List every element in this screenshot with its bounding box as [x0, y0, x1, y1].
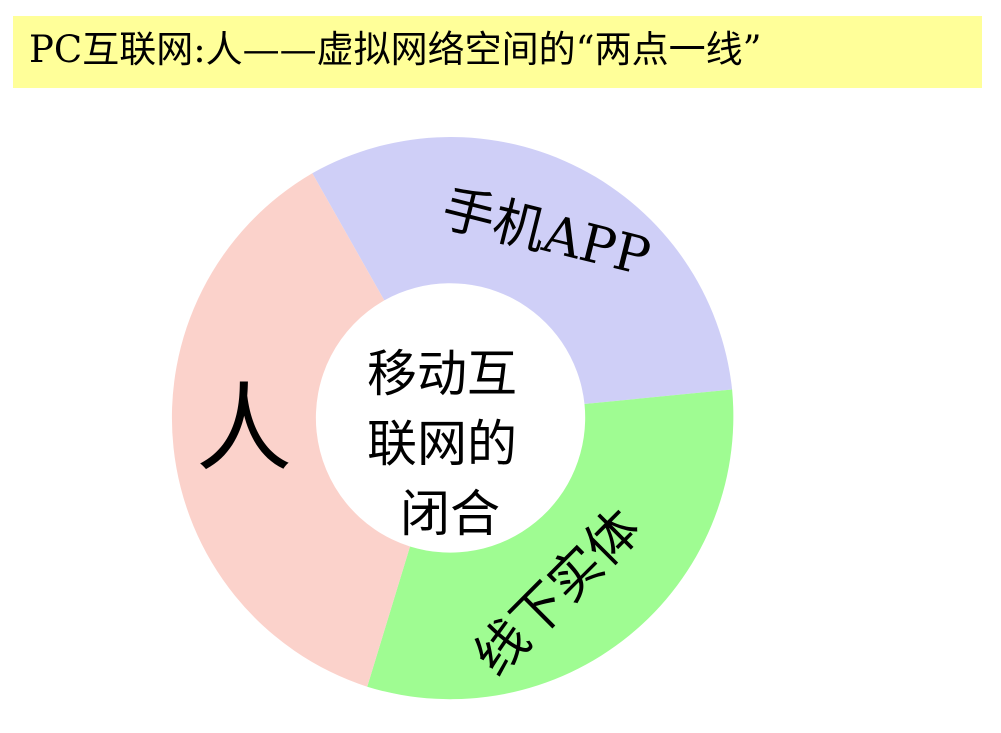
segment-person-label: 人 [196, 373, 292, 485]
title-banner: PC互联网:人——虚拟网络空间的“两点一线” [13, 16, 982, 88]
segment-app [312, 137, 733, 405]
segment-offline [367, 389, 734, 700]
segment-person [171, 173, 410, 687]
center-label-line-2: 联网的 [367, 415, 517, 473]
center-label-line-3: 闭合 [400, 485, 500, 543]
center-circle [317, 285, 583, 551]
page-title: PC互联网:人——虚拟网络空间的“两点一线” [29, 28, 762, 71]
center-label: 移动互 联网的 闭合 [367, 345, 533, 543]
center-label-line-1: 移动互 [367, 345, 517, 403]
